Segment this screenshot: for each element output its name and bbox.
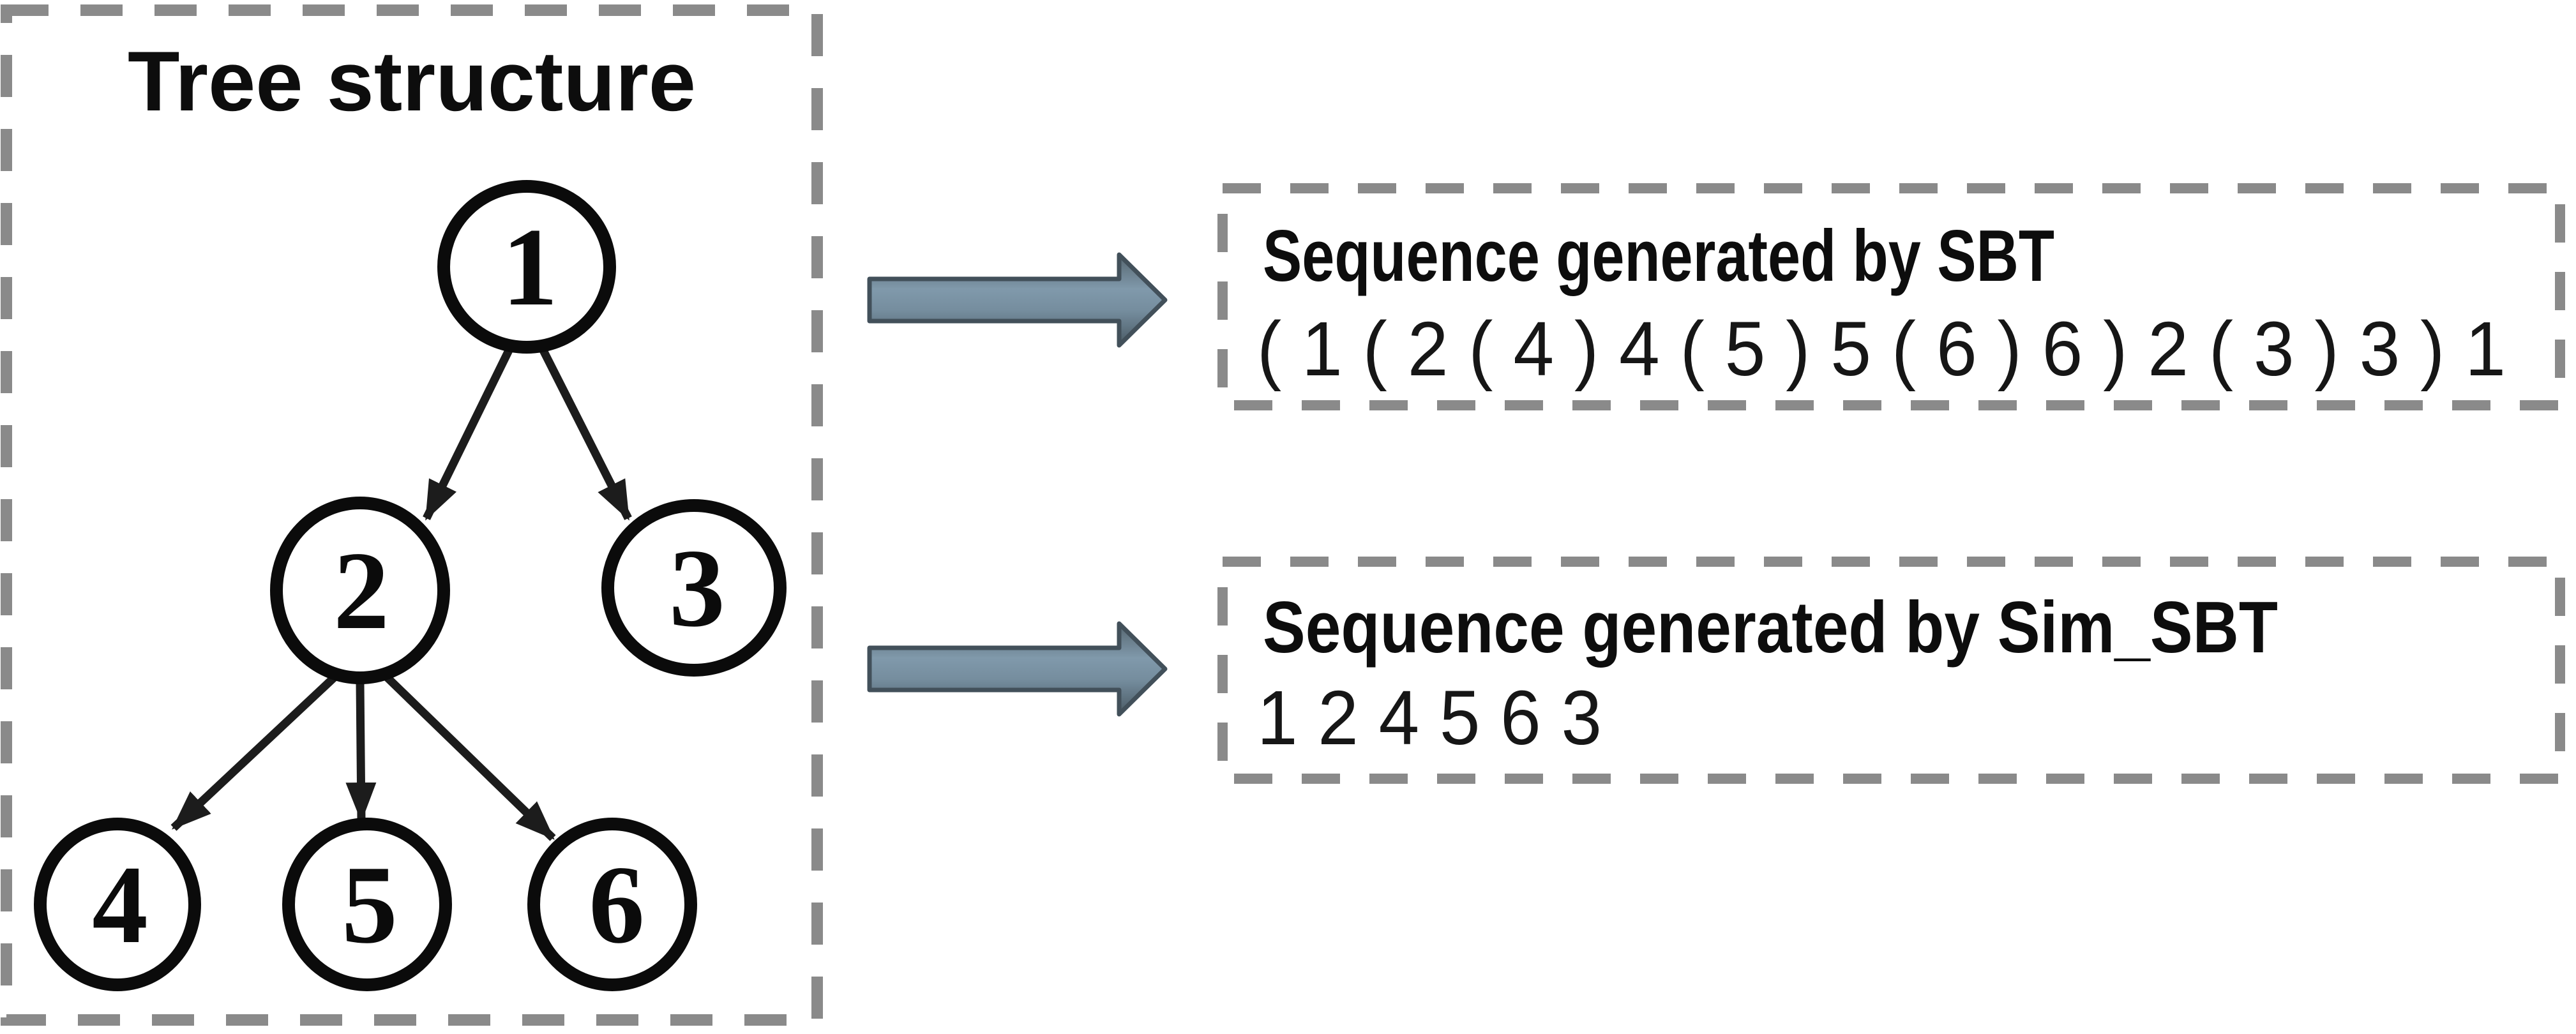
sim-sbt-output-box: Sequence generated by Sim_SBT 1 2 4 5 6 … (1217, 557, 2565, 784)
node-3-circle (601, 499, 787, 677)
tree-structure-panel: Tree structure 1 2 3 (1, 4, 823, 1026)
node-1-circle (437, 180, 616, 354)
node-5-label: 5 (342, 843, 398, 966)
tree-node-2: 2 (270, 497, 450, 684)
tree-panel-title: Tree structure (128, 34, 696, 129)
tree-nodes: 1 2 3 4 5 6 (34, 180, 787, 991)
edge-2-to-4 (170, 672, 340, 831)
sim-sbt-box-dashed-border (1217, 557, 2565, 784)
sbt-output-box: Sequence generated by SBT ( 1 ( 2 ( 4 ) … (1217, 183, 2565, 410)
node-5-circle (282, 818, 452, 991)
node-1-label: 1 (502, 205, 558, 329)
sim-sbt-sequence-text: 1 2 4 5 6 3 (1257, 674, 1602, 761)
edge-1-to-3 (539, 348, 632, 521)
edge-2-to-6 (382, 672, 556, 841)
flow-arrow-sbt-icon (867, 252, 1168, 348)
tree-node-3: 3 (601, 499, 787, 677)
sim-sbt-box-title: Sequence generated by Sim_SBT (1263, 587, 2278, 668)
flow-arrow-sim-sbt-icon (867, 621, 1168, 717)
tree-node-4: 4 (34, 818, 201, 991)
sbt-sequence-text: ( 1 ( 2 ( 4 ) 4 ( 5 ) 5 ( 6 ) 6 ) 2 ( 3 … (1257, 305, 2506, 392)
tree-node-1: 1 (437, 180, 616, 354)
sbt-box-dashed-border (1217, 183, 2565, 410)
node-3-label: 3 (669, 526, 725, 650)
node-4-circle (34, 818, 201, 991)
node-6-label: 6 (589, 843, 645, 966)
sbt-box-title: Sequence generated by SBT (1263, 216, 2054, 297)
node-4-label: 4 (92, 843, 148, 966)
node-6-circle (527, 818, 697, 991)
tree-edges (170, 348, 632, 841)
edge-1-to-2 (423, 348, 513, 521)
tree-node-6: 6 (527, 818, 697, 991)
tree-panel-dashed-border (1, 4, 823, 1026)
tree-node-5: 5 (282, 818, 452, 991)
node-2-label: 2 (333, 528, 389, 652)
node-2-circle (270, 497, 450, 684)
edge-2-to-5 (345, 682, 377, 822)
